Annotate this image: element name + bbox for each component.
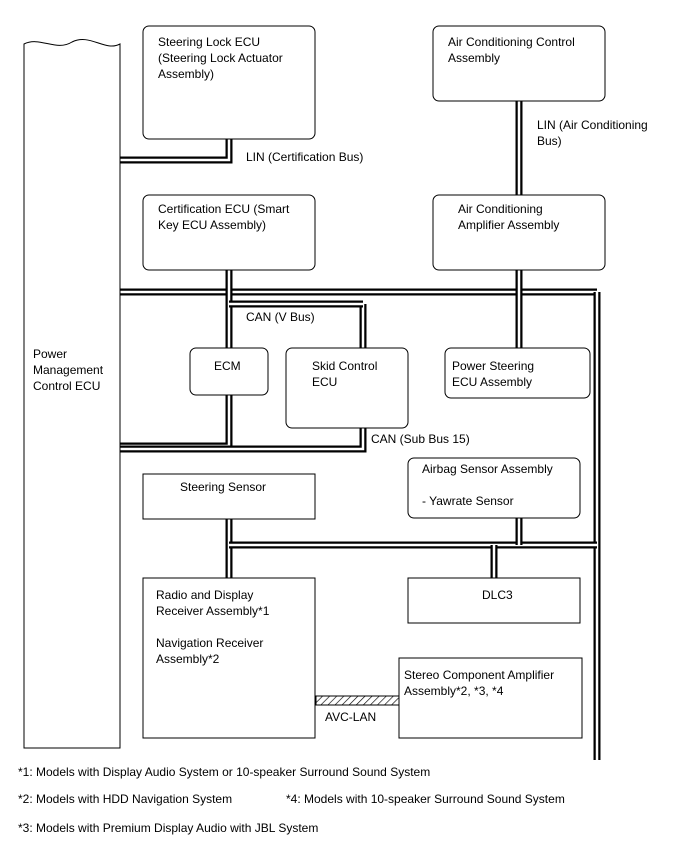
avc-lan-label: AVC-LAN — [325, 710, 376, 724]
ecm: ECM — [189, 347, 269, 396]
bus-wire-core — [120, 139, 231, 162]
airbag-sensor-assembly: Airbag Sensor Assembly - Yawrate Sensor — [407, 457, 581, 519]
footnote-2: *2: Models with HDD Navigation System — [18, 792, 233, 806]
avc-lan-link — [315, 695, 400, 706]
bus-wires — [120, 101, 601, 760]
bus-wire-core — [120, 395, 231, 448]
footnote-1: *1: Models with Display Audio System or … — [18, 765, 431, 779]
steering-lock-ecu: Steering Lock ECU(Steering Lock Actuator… — [142, 25, 316, 140]
footnote-4: *4: Models with 10-speaker Surround Soun… — [286, 792, 565, 806]
footnote-3: *3: Models with Premium Display Audio wi… — [18, 821, 319, 835]
dlc3: DLC3 — [407, 577, 581, 624]
can-v-bus-label: CAN (V Bus) — [246, 310, 315, 324]
steering-sensor: Steering Sensor — [142, 473, 316, 520]
steering-lock-ecu-label: Steering Lock ECU(Steering Lock Actuator… — [158, 35, 283, 81]
bus-wire-outline — [120, 139, 233, 164]
bus-wire-outline — [120, 395, 233, 450]
lin-certification-bus-label: LIN (Certification Bus) — [246, 150, 363, 164]
ecm-label: ECM — [214, 359, 241, 373]
bus-wire-outline — [120, 428, 367, 453]
airbag-sensor-label: Airbag Sensor Assembly - Yawrate Sensor — [422, 462, 553, 508]
steering-sensor-label: Steering Sensor — [180, 480, 266, 494]
can-sub-bus-15-label: CAN (Sub Bus 15) — [371, 432, 470, 446]
dlc3-label: DLC3 — [482, 588, 513, 602]
bus-wire-core — [120, 428, 365, 451]
